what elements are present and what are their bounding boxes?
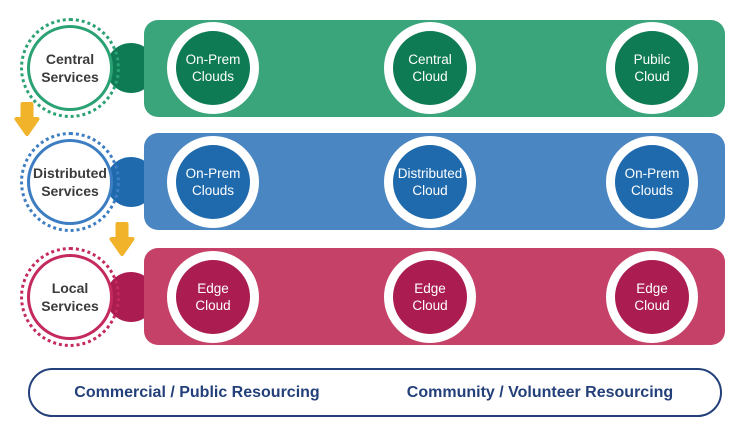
cloud-node-label: On-Prem Clouds [185,52,241,84]
cloud-node-label: Pubilc Cloud [633,52,671,84]
onprem-clouds-disc: On-Prem Clouds [176,31,250,105]
edge-cloud-disc: Edge Cloud [176,260,250,334]
down-arrow-icon-distributed-to-local [109,222,135,256]
distributed-services-node: Distributed Services [27,139,113,225]
cloud-node-label: Edge Cloud [412,281,448,313]
onprem-clouds-node-central: On-Prem Clouds [167,22,259,114]
onprem-clouds-node-distributed-left: On-Prem Clouds [167,136,259,228]
cloud-node-label: Central Cloud [408,52,452,84]
onprem-clouds-disc: On-Prem Clouds [176,145,250,219]
distributed-services-label: Distributed Services [33,165,107,199]
cloud-node-label: On-Prem Clouds [185,166,241,198]
central-services-node: Central Services [27,25,113,111]
commercial-public-label: Commercial / Public Resourcing [74,383,320,401]
public-cloud-disc: Pubilc Cloud [615,31,689,105]
central-services-dotted-ring [20,18,120,118]
local-services-node: Local Services [27,254,113,340]
distributed-cloud-node: Distributed Cloud [384,136,476,228]
edge-cloud-disc: Edge Cloud [393,260,467,334]
community-volunteer-label: Community / Volunteer Resourcing [406,383,674,401]
down-arrow-glyph [14,102,40,136]
public-cloud-node: Pubilc Cloud [606,22,698,114]
edge-cloud-node-2: Edge Cloud [384,251,476,343]
edge-cloud-disc: Edge Cloud [615,260,689,334]
cloud-node-label: Distributed Cloud [397,166,463,198]
down-arrow-glyph [109,222,135,256]
onprem-clouds-disc: On-Prem Clouds [615,145,689,219]
down-arrow-icon-central-to-distributed [14,102,40,136]
distributed-services-dotted-ring [20,132,120,232]
central-cloud-disc: Central Cloud [393,31,467,105]
central-services-label: Central Services [41,51,99,85]
distributed-cloud-disc: Distributed Cloud [393,145,467,219]
central-cloud-node: Central Cloud [384,22,476,114]
cloud-node-label: Edge Cloud [634,281,670,313]
edge-cloud-node-1: Edge Cloud [167,251,259,343]
cloud-node-label: On-Prem Clouds [624,166,680,198]
onprem-clouds-node-distributed-right: On-Prem Clouds [606,136,698,228]
local-services-dotted-ring [20,247,120,347]
cloud-node-label: Edge Cloud [195,281,231,313]
local-services-label: Local Services [41,280,99,314]
resourcing-legend: Commercial / Public Resourcing Community… [28,368,722,417]
edge-cloud-node-3: Edge Cloud [606,251,698,343]
